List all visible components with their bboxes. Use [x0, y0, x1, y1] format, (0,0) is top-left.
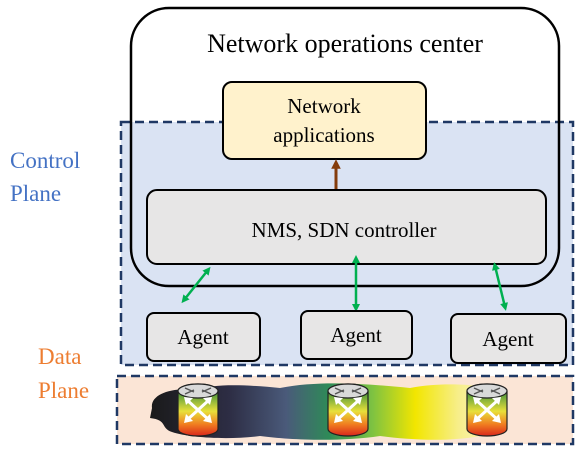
agent-box-1: [146, 312, 261, 362]
router-icon-3: [465, 382, 509, 438]
agent-label-3: Agent: [482, 327, 533, 351]
network-applications-label-line1: Network: [287, 94, 361, 118]
network-applications-box: [222, 81, 427, 160]
control-plane-label-line2: Plane: [10, 181, 61, 206]
agent-label-2: Agent: [330, 323, 381, 347]
data-plane-label-line1: Data: [38, 344, 81, 369]
nms-sdn-controller-label: NMS, SDN controller: [252, 218, 437, 242]
network-applications-label-line2: applications: [273, 123, 374, 147]
router-icon-1: [176, 382, 220, 438]
data-plane-label-line2: Plane: [38, 378, 89, 403]
controller-agent-arrow-3: [492, 262, 508, 311]
controller-agent-arrow-1: [181, 266, 211, 304]
router-icon-2: [326, 382, 370, 438]
control-plane-label-line1: Control: [10, 148, 80, 173]
agent-box-2: [300, 310, 413, 360]
noc-title: Network operations center: [207, 29, 483, 58]
network-operations-center-box: [129, 6, 561, 288]
nms-sdn-controller-box: [146, 189, 547, 265]
agent-box-3: [450, 313, 567, 364]
agent-label-1: Agent: [177, 325, 228, 349]
